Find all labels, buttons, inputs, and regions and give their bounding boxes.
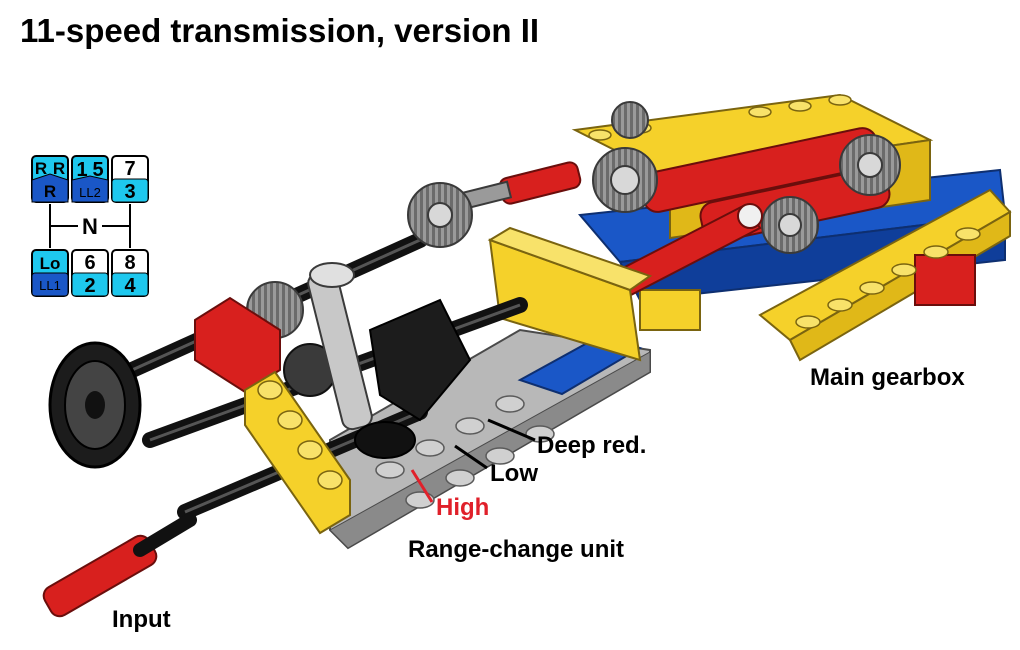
- deep-red-pointer: [487, 418, 536, 442]
- gate-slot-reverse: R R R: [31, 155, 69, 203]
- svg-text:R: R: [35, 159, 47, 178]
- main-gearbox-frame: [571, 93, 1012, 362]
- gate-slot-lo: Lo LL1: [31, 249, 69, 297]
- svg-text:R: R: [44, 182, 56, 201]
- deep-red-label: Deep red.: [537, 432, 647, 459]
- svg-text:5: 5: [92, 159, 103, 181]
- main-gearbox-label: Main gearbox: [810, 364, 965, 391]
- svg-text:2: 2: [84, 275, 95, 297]
- svg-text:4: 4: [124, 275, 136, 297]
- svg-text:R: R: [53, 159, 65, 178]
- high-pointer: [410, 469, 434, 503]
- range-change-unit: [42, 182, 653, 618]
- svg-text:8: 8: [124, 252, 135, 274]
- shift-pattern-diagram: N R R R 1 5 LL2 7 3 Lo LL1 6 2: [31, 155, 149, 297]
- range-change-unit-label: Range-change unit: [408, 536, 625, 563]
- svg-text:6: 6: [84, 252, 95, 274]
- neutral-label: N: [82, 214, 98, 239]
- diagram-title: 11-speed transmission, version II: [20, 12, 540, 49]
- gate-slot-8-4: 8 4: [111, 249, 149, 297]
- svg-text:Lo: Lo: [40, 254, 61, 273]
- svg-text:1: 1: [76, 159, 87, 181]
- high-label: High: [436, 494, 490, 521]
- svg-text:3: 3: [124, 181, 135, 203]
- gate-slot-7-3: 7 3: [111, 155, 149, 203]
- svg-text:LL1: LL1: [39, 278, 61, 293]
- low-pointer: [454, 444, 488, 470]
- input-label: Input: [112, 606, 171, 633]
- svg-text:LL2: LL2: [79, 185, 101, 200]
- low-label: Low: [490, 460, 538, 487]
- svg-text:7: 7: [124, 158, 135, 180]
- gate-slot-6-2: 6 2: [71, 249, 109, 297]
- gate-slot-1-5: 1 5 LL2: [71, 155, 109, 203]
